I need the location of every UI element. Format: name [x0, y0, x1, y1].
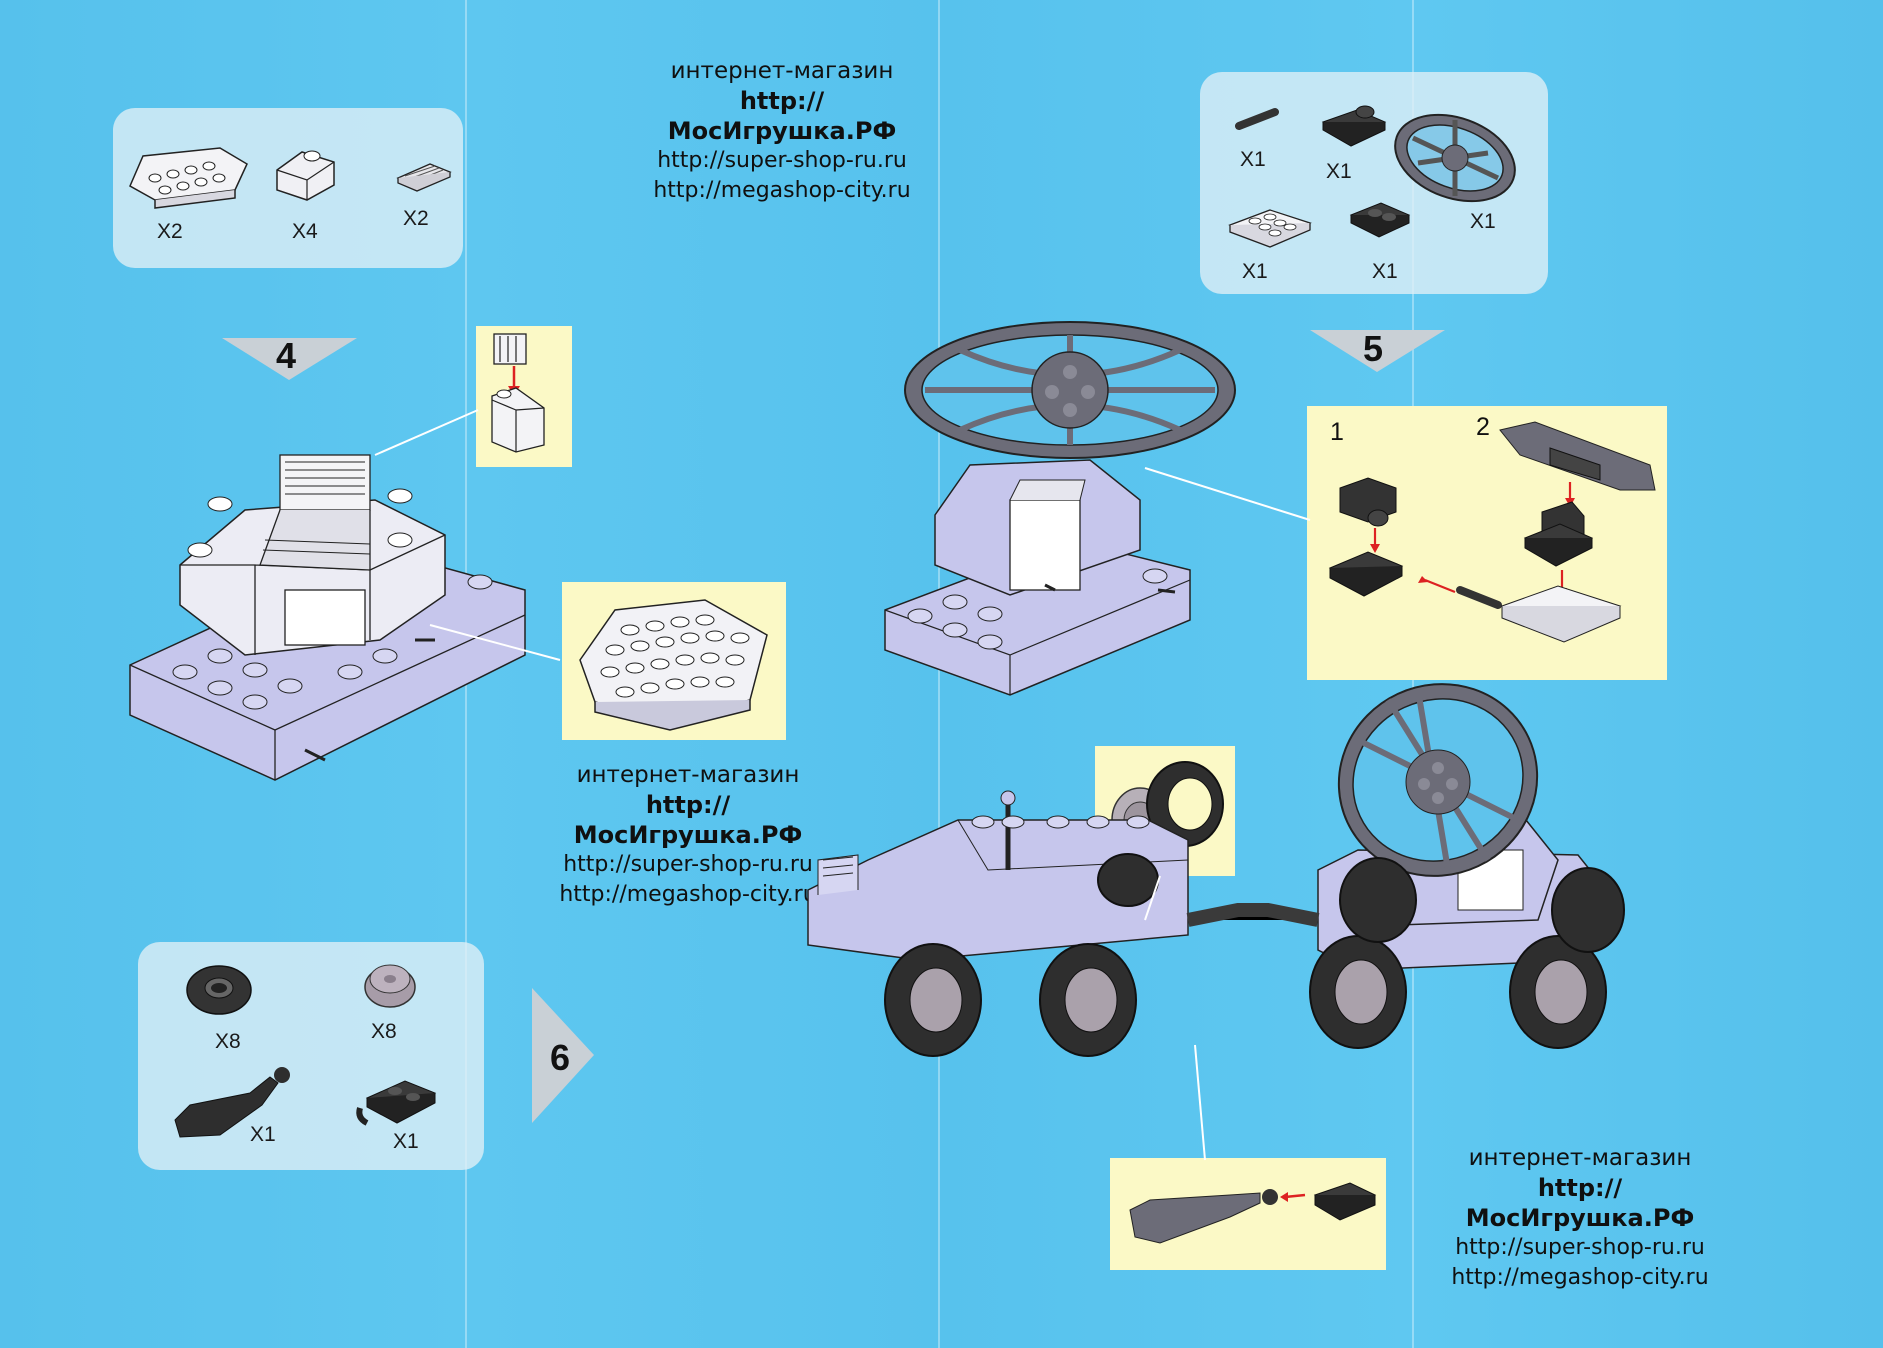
shop-main-link[interactable]: http://МосИгрушка.РФ: [667, 87, 897, 145]
part-qty: X2: [157, 220, 183, 243]
grille-on-slope-detail: [491, 333, 545, 453]
shop-link[interactable]: http://super-shop-ru.ru: [563, 852, 813, 877]
part-qty: X1: [1242, 260, 1268, 283]
slope-brick-icon: [276, 150, 335, 201]
step4-arrow: [222, 338, 357, 380]
shop-main-link[interactable]: http://МосИгрушка.РФ: [573, 791, 803, 849]
step-number: 5: [1363, 328, 1384, 369]
shop-label: интернет-магазин: [1468, 1145, 1692, 1171]
shop-watermark: интернет-магазин http://МосИгрушка.РФ ht…: [632, 56, 932, 206]
step6-arrow: [532, 988, 594, 1123]
white-plate-icon: [1228, 209, 1312, 248]
substep-number: 2: [1476, 413, 1490, 441]
shop-link[interactable]: http://super-shop-ru.ru: [1455, 1235, 1705, 1260]
substep-diagrams: [1328, 421, 1656, 643]
fold-line: [938, 0, 940, 1348]
radar-dish-icon: [1394, 113, 1516, 203]
shop-link[interactable]: http://megashop-city.ru: [1451, 1265, 1709, 1290]
part-qty: X8: [215, 1030, 241, 1053]
step-number: 4: [276, 335, 297, 376]
towbar-detail: [1129, 1182, 1377, 1244]
step4-assembly: [129, 454, 526, 781]
part-qty: X1: [1240, 148, 1266, 171]
shop-watermark: интернет-магазин http://МосИгрушка.РФ ht…: [1430, 1143, 1730, 1293]
hitch-plate-icon: [356, 1080, 437, 1126]
shop-link[interactable]: http://megashop-city.ru: [559, 882, 817, 907]
shop-label: интернет-магазин: [670, 58, 894, 84]
step5-arrow: [1310, 330, 1445, 372]
dark-plate-icon: [1349, 202, 1411, 238]
step6-pointer-lines: [1144, 875, 1206, 1161]
hinge-plate-icon: [1321, 105, 1387, 147]
part-qty: X4: [292, 220, 318, 243]
part-qty: X1: [1470, 210, 1496, 233]
shop-link[interactable]: http://super-shop-ru.ru: [657, 148, 907, 173]
round-plate-detail: [579, 599, 768, 731]
shop-link[interactable]: http://megashop-city.ru: [653, 178, 911, 203]
part-qty: X2: [403, 207, 429, 230]
tow-bar-icon: [174, 1067, 290, 1138]
step6-assembly-vehicle: [807, 683, 1625, 1057]
pin-icon: [1235, 108, 1279, 130]
part-qty: X1: [393, 1130, 419, 1153]
part-qty: X8: [371, 1020, 397, 1043]
shop-main-link[interactable]: http://МосИгрушка.РФ: [1465, 1174, 1695, 1232]
shop-label: интернет-магазин: [576, 762, 800, 788]
step-number: 6: [550, 1037, 571, 1078]
part-qty: X1: [1372, 260, 1398, 283]
shop-watermark: интернет-магазин http://МосИгрушка.РФ ht…: [538, 760, 838, 910]
substep-number: 1: [1330, 418, 1344, 446]
part-qty: X1: [1326, 160, 1352, 183]
step5-pointer-line: [1144, 467, 1311, 521]
tire-icon: [186, 965, 252, 1015]
wheel-hub-icon: [364, 964, 416, 1008]
part-qty: X1: [250, 1123, 276, 1146]
step4-pointer-lines: [374, 409, 561, 661]
grille-tile-icon: [396, 163, 452, 192]
wedge-plate-icon: [129, 147, 248, 209]
step5-assembly: [884, 321, 1236, 696]
